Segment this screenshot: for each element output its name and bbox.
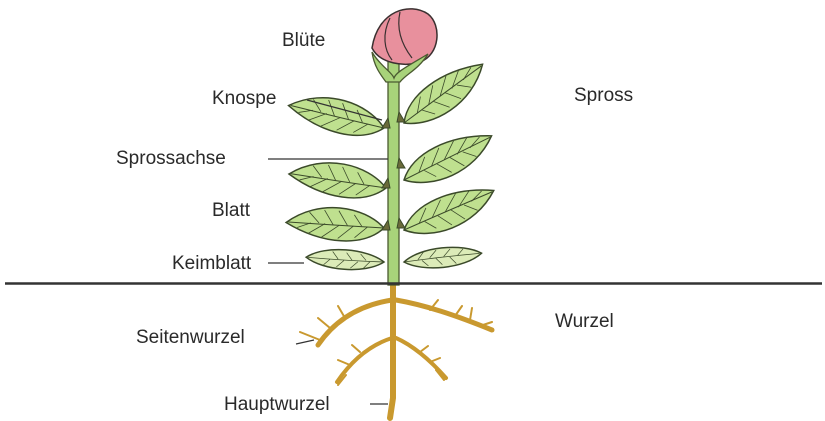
label-knospe: Knospe [212, 89, 276, 108]
label-keimblatt: Keimblatt [172, 254, 251, 273]
label-sprossachse: Sprossachse [116, 149, 226, 168]
label-bluete: Blüte [282, 31, 325, 50]
label-blatt: Blatt [212, 201, 250, 220]
label-spross: Spross [574, 86, 633, 105]
flower [372, 9, 437, 82]
label-seitenwurzel: Seitenwurzel [136, 328, 245, 347]
stem [388, 55, 399, 285]
label-hauptwurzel: Hauptwurzel [224, 395, 330, 414]
label-wurzel: Wurzel [555, 312, 614, 331]
